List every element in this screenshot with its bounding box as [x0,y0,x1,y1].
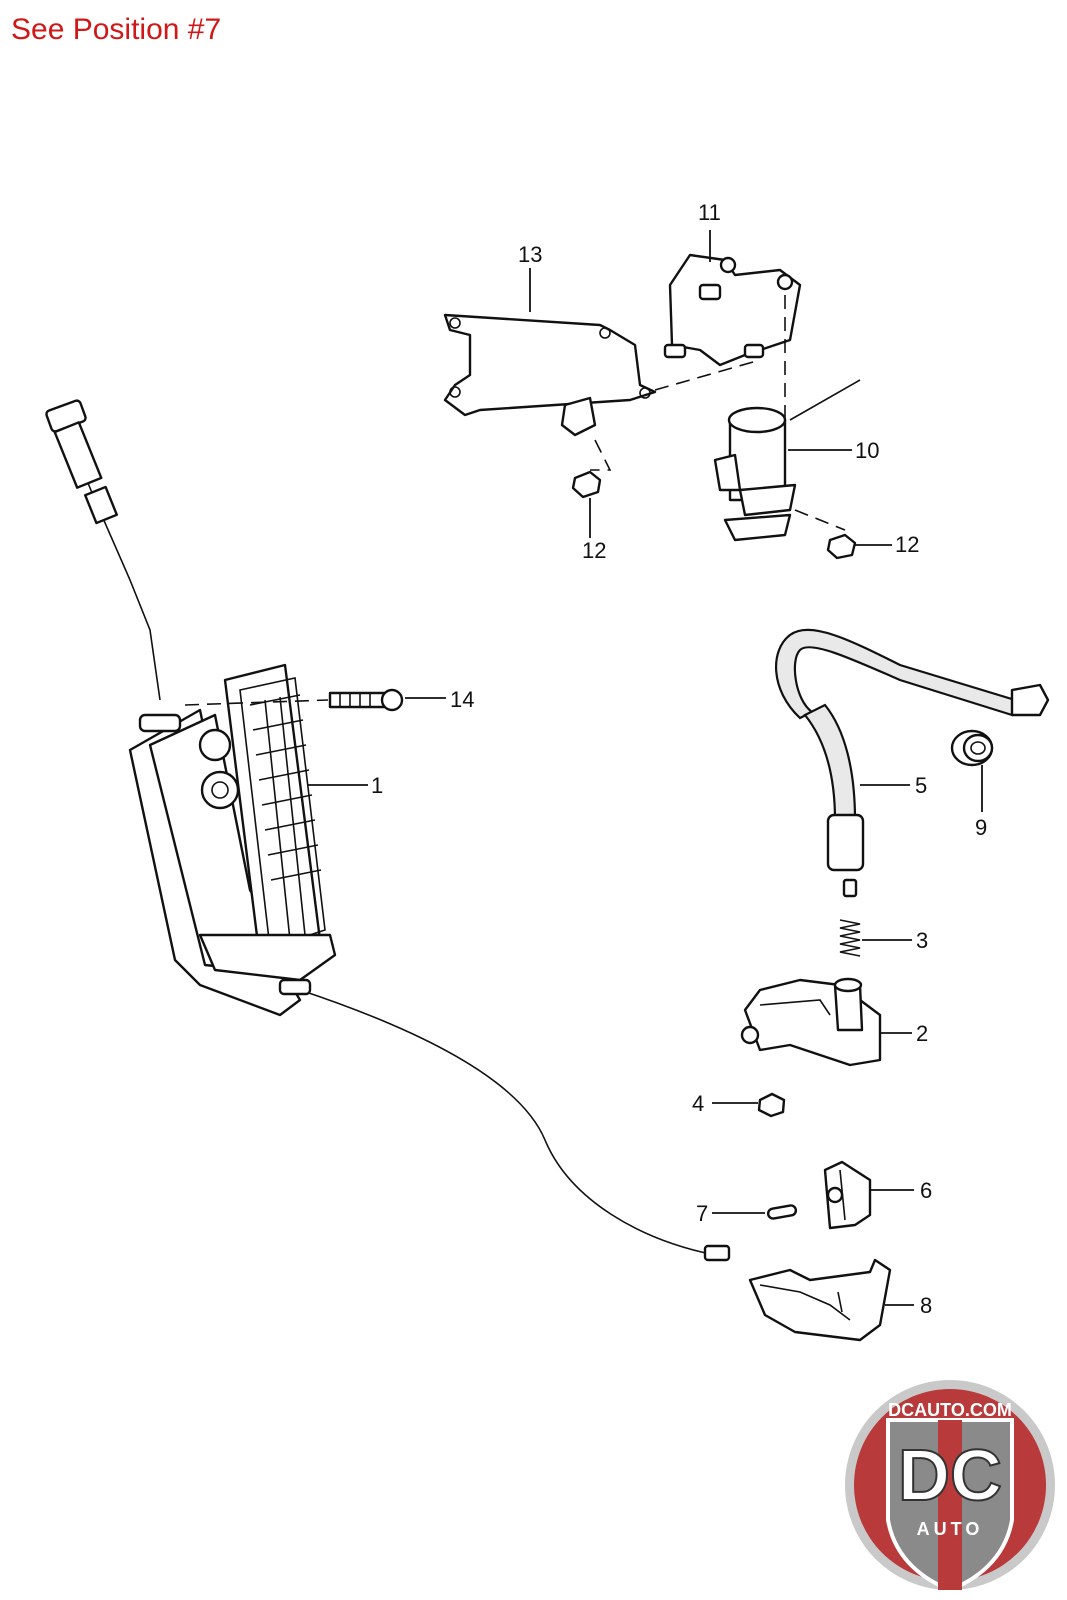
part-12-nut-lower [826,533,857,560]
callout-14: 14 [450,687,474,712]
callout-9: 9 [975,815,987,840]
part-14-screw [184,688,404,712]
callout-8: 8 [920,1293,932,1318]
part-1-accelerator-pedal [45,399,731,1262]
callout-5: 5 [915,773,927,798]
see-position-note: See Position #7 [11,13,222,46]
callout-11: 11 [698,200,721,225]
callout-3: 3 [916,928,928,953]
callout-12-upper: 12 [582,538,606,563]
part-4-nut [757,1092,786,1118]
part-7-pin [766,1204,798,1220]
part-2-switch [740,977,882,1067]
part-13-bracket [443,313,761,437]
part-5-hose [774,628,1050,898]
dcauto-logo: DCAUTO.COM DC AUTO [845,1380,1055,1593]
callout-7: 7 [696,1201,708,1226]
part-12-nut-upper [571,439,612,499]
callout-1: 1 [371,773,383,798]
part-9-grommet [950,729,994,767]
callout-10: 10 [855,438,879,463]
callout-2: 2 [916,1021,928,1046]
part-3-spring [839,919,861,957]
callout-13: 13 [518,242,542,267]
part-8-pedal-stop [748,1258,892,1342]
logo-domain-text: DCAUTO.COM [888,1400,1012,1420]
part-6-cover [823,1160,872,1230]
logo-monogram-text: DC [898,1436,1002,1516]
callout-4: 4 [692,1091,704,1116]
callout-12-lower: 12 [895,532,919,557]
leader-lines [308,230,983,1306]
part-10-actuator [713,379,861,542]
callout-6: 6 [920,1178,932,1203]
logo-word-text: AUTO [917,1519,984,1539]
part-11-mounting-plate [663,253,802,420]
